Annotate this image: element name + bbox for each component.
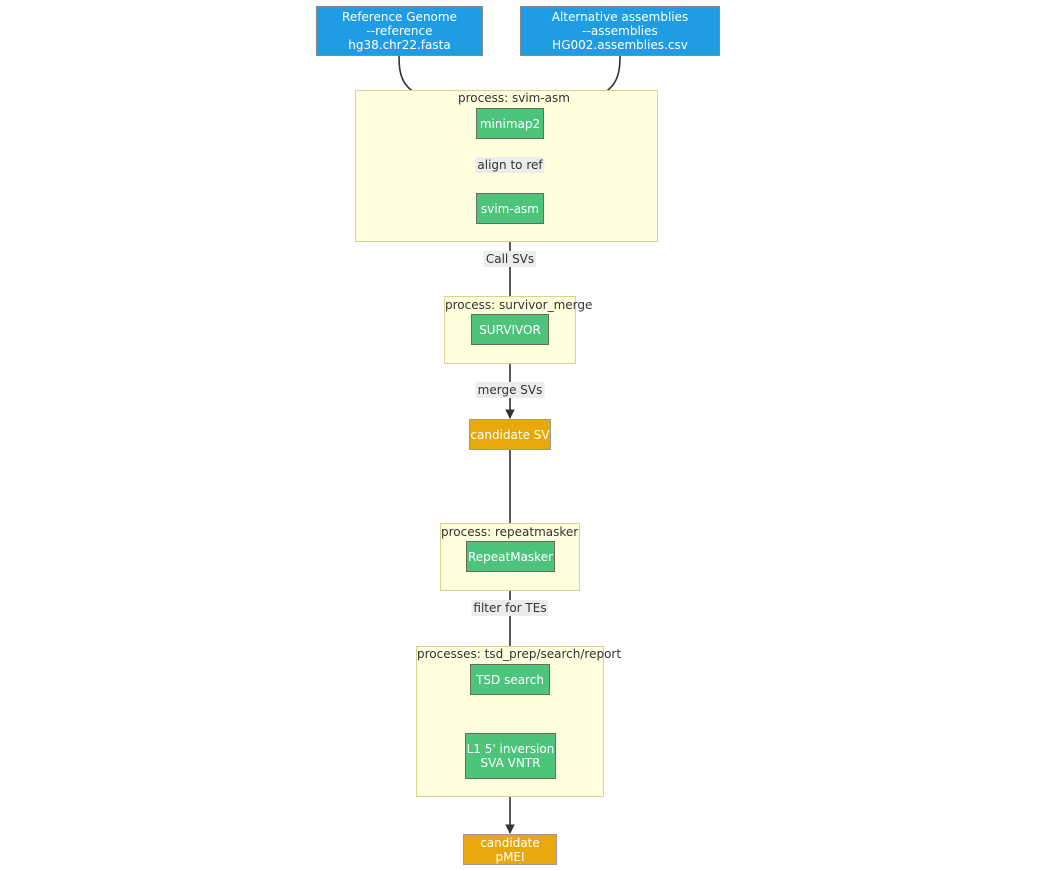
node-tsd-search[interactable]: TSD search (470, 664, 550, 695)
cluster-label-svim-asm: process: svim-asm (458, 91, 570, 105)
cluster-label-repeatmasker: process: repeatmasker (441, 525, 579, 539)
node-svim-asm-label: svim-asm (480, 201, 539, 216)
node-survivor[interactable]: SURVIVOR (471, 314, 549, 345)
node-l1-inversion-sva-vntr-label: L1 5' inversion SVA VNTR (466, 742, 555, 770)
node-survivor-label: SURVIVOR (479, 322, 541, 337)
cluster-label-tsd: processes: tsd_prep/search/report (417, 647, 622, 661)
node-alternative-assemblies[interactable]: Alternative assemblies --assemblies HG00… (520, 6, 720, 56)
node-candidate-sv-label: candidate SV (470, 427, 550, 442)
cluster-label-survivor-merge: process: survivor_merge (445, 298, 593, 312)
node-repeatmasker-label: RepeatMasker (467, 549, 554, 564)
cluster-repeatmasker (440, 523, 580, 591)
edge-label-align-to-ref: align to ref (475, 157, 545, 173)
node-minimap2-label: minimap2 (479, 116, 541, 131)
node-minimap2[interactable]: minimap2 (476, 108, 544, 139)
edge-label-filter-for-tes: filter for TEs (471, 600, 549, 616)
node-repeatmasker[interactable]: RepeatMasker (466, 541, 555, 572)
node-svim-asm[interactable]: svim-asm (476, 193, 544, 224)
edge-label-merge-svs: merge SVs (475, 382, 545, 398)
node-reference-genome[interactable]: Reference Genome --reference hg38.chr22.… (316, 6, 483, 56)
node-candidate-sv[interactable]: candidate SV (469, 419, 551, 450)
node-alternative-assemblies-label: Alternative assemblies --assemblies HG00… (551, 10, 689, 52)
node-reference-genome-label: Reference Genome --reference hg38.chr22.… (342, 10, 457, 52)
node-candidate-pmei[interactable]: candidate pMEI (463, 834, 557, 865)
node-candidate-pmei-label: candidate pMEI (480, 835, 540, 864)
node-tsd-search-label: TSD search (476, 672, 544, 687)
node-l1-inversion-sva-vntr[interactable]: L1 5' inversion SVA VNTR (465, 733, 556, 779)
edge-label-call-svs: Call SVs (483, 251, 537, 267)
